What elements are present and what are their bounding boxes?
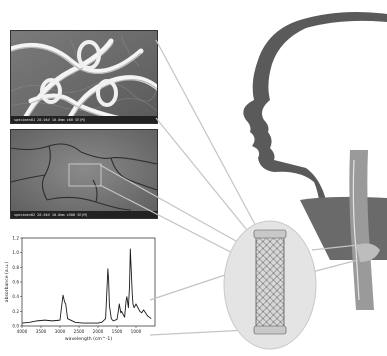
stent-mesh-cell: [270, 315, 277, 322]
stent-mesh-cell: [277, 280, 284, 287]
y-tick-label: 0.6: [12, 280, 19, 285]
sem-micrograph-braid: specimen01 20.0kV 10.0mm x60 SE(M): [10, 30, 158, 124]
chart-series: [22, 249, 151, 323]
stent-mesh-cell: [277, 322, 284, 329]
stent-mesh-cell: [256, 273, 263, 280]
stent-mesh-cell: [256, 287, 263, 294]
stent-mesh-cell: [270, 245, 277, 252]
stent-mesh-cell: [263, 280, 270, 287]
airway-trachea: [349, 150, 380, 310]
stent-mesh-cell: [270, 308, 277, 315]
sem-mid-caption: specimen02 20.0kV 10.0mm x500 SE(M): [14, 213, 88, 217]
stent-mesh-cell: [277, 308, 284, 315]
y-tick-label: 0.8: [12, 265, 19, 270]
sem-top-caption: specimen01 20.0kV 10.0mm x60 SE(M): [14, 118, 86, 122]
stent-mesh-cell: [256, 294, 263, 301]
stent-mesh-cell: [277, 301, 284, 308]
stent-mesh-cell: [263, 252, 270, 259]
stent-mesh-cell: [256, 322, 263, 329]
stent-mesh-cell: [270, 287, 277, 294]
chart-axes: [20, 238, 155, 328]
spectrum-line: [22, 249, 151, 323]
stent-mesh-cell: [270, 252, 277, 259]
stent-mesh-cell: [263, 315, 270, 322]
stent-mesh-cell: [256, 308, 263, 315]
stent-mesh-cell: [277, 245, 284, 252]
stent-mesh-cell: [256, 315, 263, 322]
stent-mesh-cell: [270, 266, 277, 273]
y-tick-label: 1.2: [12, 236, 19, 241]
stent-mesh-cell: [263, 273, 270, 280]
stent-mesh-cell: [256, 266, 263, 273]
stent-mesh-cell: [256, 301, 263, 308]
stent-mesh-cell: [277, 287, 284, 294]
stent-mesh-cell: [270, 280, 277, 287]
stent-mesh-cell: [256, 252, 263, 259]
x-tick-label: 2000: [93, 329, 104, 334]
stent-mesh-cell: [270, 273, 277, 280]
stent-mesh-cell: [270, 322, 277, 329]
stent-mesh-cell: [277, 294, 284, 301]
y-tick-label: 1.0: [12, 250, 19, 255]
stent-mesh-cell: [263, 238, 270, 245]
stent-mesh-cell: [263, 322, 270, 329]
stent-mesh-cell: [277, 238, 284, 245]
y-tick-label: 0.2: [12, 309, 19, 314]
magnifier-ellipse: [224, 221, 316, 349]
stent-mesh-cell: [256, 238, 263, 245]
stent-mesh-cell: [263, 287, 270, 294]
x-tick-label: 3500: [36, 329, 47, 334]
stent-mesh-cell: [277, 259, 284, 266]
stent-mesh-cell: [270, 301, 277, 308]
stent-mesh-cell: [277, 252, 284, 259]
y-tick-label: 0.4: [12, 294, 19, 299]
airway-connector: [312, 245, 358, 272]
stent-mesh-cell: [270, 259, 277, 266]
stent-mesh-cell: [263, 245, 270, 252]
stent-mesh-cell: [263, 308, 270, 315]
stent-mesh-cell: [256, 245, 263, 252]
x-axis-label: wavelength (cm^-1): [65, 336, 112, 342]
stent-mesh-cell: [277, 273, 284, 280]
y-axis-label: absorbance (a.u.): [4, 262, 10, 303]
stent-mesh-cell: [263, 294, 270, 301]
ir-spectrum-chart: 4000 3500 3000 2500 2000 1500 1000 0.0 0.2 0.4 0.6…: [0, 226, 165, 356]
sem-micrograph-surface: specimen02 20.0kV 10.0mm x500 SE(M): [10, 129, 158, 219]
stent-mesh-cell: [263, 259, 270, 266]
x-tick-label: 4000: [17, 329, 28, 334]
braid-image: [11, 31, 157, 123]
stent-mesh-cell: [256, 259, 263, 266]
stent-mesh-cell: [277, 266, 284, 273]
x-tick-label: 2500: [74, 329, 85, 334]
x-tick-label: 1000: [131, 329, 142, 334]
stent-illustration: [254, 230, 286, 334]
stent-mesh-cell: [263, 301, 270, 308]
stent-mesh-cell: [263, 266, 270, 273]
stent-mesh-cell: [256, 280, 263, 287]
head-silhouette: [243, 12, 387, 260]
x-tick-label: 1500: [112, 329, 123, 334]
surface-image: [11, 130, 157, 218]
y-tick-label: 0.0: [12, 324, 19, 329]
plot-frame: [22, 238, 155, 326]
x-tick-label: 3000: [55, 329, 66, 334]
stent-mesh-cell: [270, 294, 277, 301]
stent-mesh-cell: [277, 315, 284, 322]
stent-mesh-cell: [270, 238, 277, 245]
